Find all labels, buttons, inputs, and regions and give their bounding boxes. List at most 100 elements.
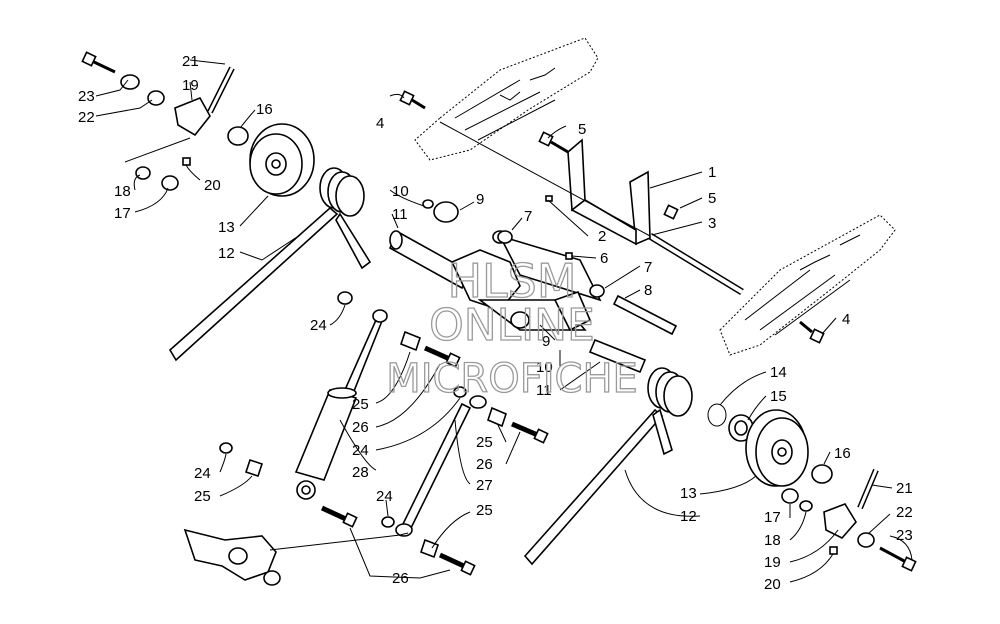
spacer-25-mid — [487, 406, 507, 428]
callout-10-upper: 10 — [392, 183, 409, 200]
callout-4-upper: 4 — [376, 115, 384, 132]
washer-22-left — [120, 74, 140, 90]
callout-25-upper: 25 — [352, 396, 369, 413]
nut-24-lower — [381, 516, 395, 528]
callout-11-lower: 11 — [536, 382, 552, 399]
spring-12-right — [523, 367, 693, 566]
callout-7-lower: 7 — [644, 259, 652, 276]
callout-1: 1 — [708, 164, 716, 181]
callout-15: 15 — [770, 388, 787, 405]
callout-20-right: 20 — [764, 576, 781, 593]
callout-16-left: 16 — [256, 101, 273, 118]
nut-24-mid — [453, 386, 467, 398]
callout-26-lower: 26 — [392, 570, 409, 587]
callout-22-right: 22 — [896, 504, 913, 521]
callout-17-left: 17 — [114, 205, 131, 222]
callout-7-upper: 7 — [524, 208, 532, 225]
callout-26-mid: 26 — [476, 456, 493, 473]
bushing-9-upper — [433, 201, 459, 223]
bolt-26-upper — [423, 345, 461, 368]
bushing-17-right — [781, 488, 799, 504]
callout-8: 8 — [644, 282, 652, 299]
callout-4-lower: 4 — [842, 311, 850, 328]
callout-19-left: 19 — [182, 77, 199, 94]
callout-13-left: 13 — [218, 219, 235, 236]
bushing-7-upper — [497, 230, 513, 244]
nut-24-lower-left — [219, 442, 233, 454]
callout-11-upper: 11 — [392, 206, 408, 223]
callout-19-right: 19 — [764, 554, 781, 571]
bolt-5-lower — [663, 204, 679, 220]
leader-lines — [95, 59, 913, 583]
callout-6: 6 — [600, 250, 608, 267]
bushing-16-left — [227, 126, 249, 146]
washer-22-right — [857, 532, 875, 548]
watermark-line-1: HLSM — [447, 254, 576, 308]
spacer-25-lower — [419, 538, 440, 559]
washer-10-upper — [422, 199, 434, 209]
callout-28: 28 — [352, 464, 369, 481]
bearing-15 — [728, 414, 754, 442]
callout-21-right: 21 — [896, 480, 913, 497]
callout-2: 2 — [598, 228, 606, 245]
callout-25-lower: 25 — [476, 502, 493, 519]
watermark: HLSM ONLINE MICROFICHE — [386, 253, 639, 402]
callout-18-left: 18 — [114, 183, 131, 200]
callout-18-right: 18 — [764, 532, 781, 549]
wheel-13-right — [745, 409, 809, 487]
bushing-19-left — [147, 90, 211, 137]
bolt-23-right — [879, 546, 917, 572]
axle-centerline — [439, 121, 651, 237]
callout-12-right: 12 — [680, 508, 697, 525]
spacer-25-upper — [400, 330, 421, 352]
bushing-7-lower — [589, 284, 605, 298]
callout-5-lower: 5 — [708, 190, 716, 207]
callout-14: 14 — [770, 364, 787, 381]
callout-20-left: 20 — [204, 177, 221, 194]
arm-housing — [450, 249, 521, 311]
lower-pivot-block — [477, 290, 592, 332]
bolt-4-lower — [799, 320, 825, 344]
frame-bracket — [183, 528, 281, 586]
leader-18-guide — [124, 137, 191, 163]
bushing-19-right — [823, 503, 857, 539]
callout-24-upper: 24 — [310, 317, 327, 334]
bolt-21-left — [207, 66, 235, 114]
retaining-ring-14 — [707, 403, 727, 427]
mount-bracket — [567, 138, 651, 246]
callout-25-lower-left: 25 — [194, 488, 211, 505]
shaft-8 — [612, 294, 678, 336]
upper-axle — [648, 233, 744, 295]
callout-24-lower: 24 — [376, 488, 393, 505]
upper-rail-section — [414, 37, 599, 161]
callout-10-lower: 10 — [536, 359, 553, 376]
watermark-line-2: ONLINE — [429, 300, 595, 351]
callout-9-lower: 9 — [542, 333, 550, 350]
callout-labels: 23 22 21 19 16 18 17 20 13 12 4 5 1 5 3 … — [78, 53, 913, 593]
wheel-13-left — [249, 123, 315, 197]
callout-13-right: 13 — [680, 485, 697, 502]
washer-18-right — [799, 500, 813, 512]
callout-23-right: 23 — [896, 527, 913, 544]
callout-16-right: 16 — [834, 445, 851, 462]
washer-18-left — [135, 166, 151, 180]
callout-23-left: 23 — [78, 88, 95, 105]
bolt-5-upper — [538, 131, 569, 154]
bolt-4-upper — [399, 90, 426, 110]
callout-24-mid: 24 — [352, 442, 369, 459]
spacer-25-lower-left — [244, 458, 264, 478]
callout-12-left: 12 — [218, 245, 235, 262]
link-arm-27 — [395, 395, 487, 537]
set-screw-20-left — [182, 157, 191, 166]
callout-22-left: 22 — [78, 109, 95, 126]
nut-24-upper — [337, 291, 353, 305]
callout-9-upper: 9 — [476, 191, 484, 208]
bolt-26-lower-left — [320, 505, 358, 528]
callout-5-upper: 5 — [578, 121, 586, 138]
callout-27: 27 — [476, 477, 493, 494]
bushing-16-right — [811, 464, 833, 484]
callout-24-lower-left: 24 — [194, 465, 211, 482]
pivot-shaft-11 — [388, 230, 472, 290]
